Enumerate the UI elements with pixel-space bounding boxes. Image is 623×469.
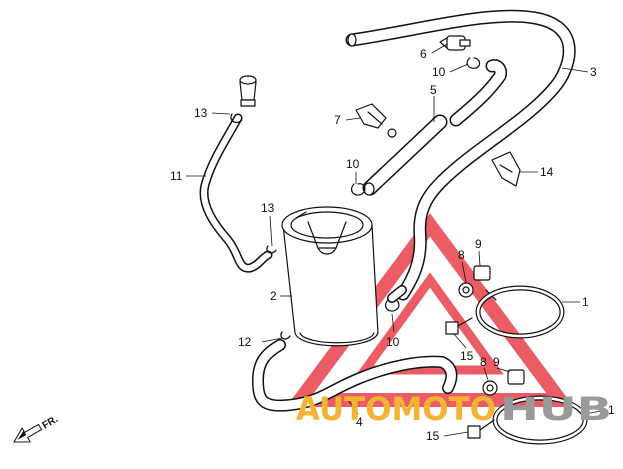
callout-1-upper: 1 [582, 295, 589, 309]
callout-9-upper: 9 [475, 237, 482, 251]
callout-8-lower: 8 [480, 355, 487, 369]
clip-10-top [466, 57, 481, 69]
clamp-7 [355, 103, 397, 138]
callout-9-lower: 9 [493, 355, 500, 369]
leader-lines [186, 43, 607, 437]
strap-1-lower [492, 395, 588, 445]
watermark-text-hub: HUB [500, 390, 612, 428]
callout-numbers: 3 6 10 5 7 13 11 10 14 13 9 8 2 1 12 10 … [170, 47, 615, 443]
callout-8-upper: 8 [458, 248, 465, 262]
callout-10-mid: 10 [346, 157, 360, 171]
joint-8-9-lower [482, 369, 525, 396]
callout-11: 11 [170, 169, 183, 183]
callout-5: 5 [430, 83, 437, 97]
callout-15-lower: 15 [426, 429, 440, 443]
strap-1-upper [475, 285, 565, 339]
breather-hose-3 [345, 9, 576, 301]
bolt-15-upper [445, 317, 473, 335]
bolt-15-lower [467, 419, 495, 439]
callout-6: 6 [420, 47, 427, 61]
canister-2 [281, 206, 379, 347]
hose-4 [252, 331, 458, 412]
callout-14: 14 [540, 165, 554, 179]
watermark: AUTOMOTO HUB [296, 390, 612, 428]
hose-11 [199, 113, 277, 273]
hose-5 [362, 59, 507, 196]
callout-13-mid: 13 [261, 201, 275, 215]
front-direction-indicator: FR. [13, 414, 61, 443]
clip-10-mid [350, 183, 366, 196]
clip-14 [491, 151, 521, 187]
callout-1-lower: 1 [608, 403, 615, 417]
callout-13-top: 13 [194, 106, 208, 120]
fitting-13-top [239, 75, 257, 107]
callout-2: 2 [270, 289, 277, 303]
callout-4: 4 [356, 415, 363, 429]
watermark-text-automoto: AUTOMOTO [296, 390, 496, 428]
front-direction-label: FR. [41, 414, 61, 432]
fitting-6 [439, 35, 471, 51]
callout-7: 7 [334, 113, 341, 127]
joint-8-9-upper [458, 265, 497, 301]
callout-10-lower: 10 [386, 335, 400, 349]
callout-15-upper: 15 [460, 349, 474, 363]
callout-12: 12 [238, 335, 252, 349]
callout-3: 3 [590, 65, 597, 79]
clip-10-lower [384, 285, 407, 312]
callout-10-top: 10 [432, 65, 446, 79]
